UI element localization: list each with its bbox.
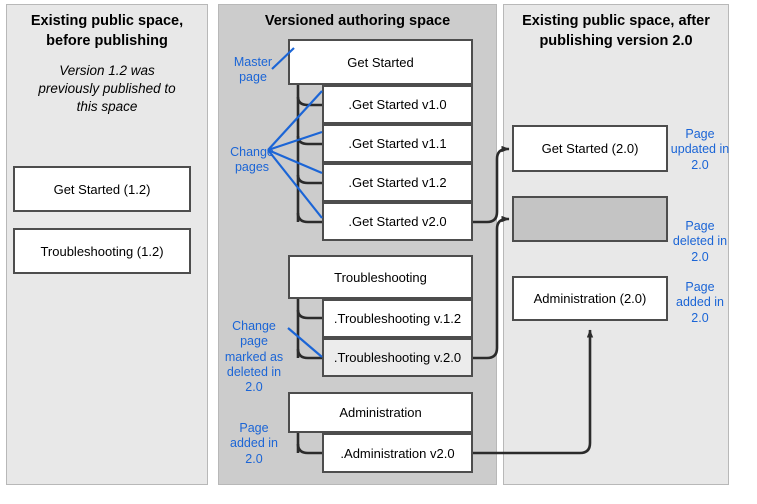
- change-page-label: .Get Started v1.0: [348, 97, 447, 112]
- change-page-label: .Get Started v1.2: [348, 175, 447, 190]
- note-page-deleted: Page deleted in 2.0: [669, 219, 731, 265]
- change-page-label: .Get Started v1.1: [348, 136, 447, 151]
- published-box-label: Administration (2.0): [533, 291, 647, 306]
- note-deleted-line3: marked as: [224, 349, 284, 364]
- master-page-label: Get Started: [347, 54, 414, 70]
- page-box-label: Troubleshooting (1.2): [40, 243, 164, 259]
- page-box-get-started-1-2[interactable]: Get Started (1.2): [13, 166, 191, 212]
- change-page-label: .Administration v2.0: [340, 445, 455, 461]
- panel-before-subtitle-line2: previously published to: [38, 81, 176, 97]
- panel-before-subtitle: Version 1.2 was previously published to …: [14, 62, 200, 117]
- master-page-administration[interactable]: Administration: [288, 392, 473, 433]
- panel-after-title-line2: publishing version 2.0: [539, 32, 693, 49]
- panel-authoring-title: Versioned authoring space: [218, 12, 497, 32]
- note-page-added: Page added in 2.0: [669, 280, 731, 326]
- note-master-page-line1: Master: [233, 55, 273, 69]
- note-change-pages: Change pages: [222, 145, 282, 176]
- panel-before-subtitle-line3: this space: [76, 99, 138, 115]
- master-page-get-started[interactable]: Get Started: [288, 39, 473, 85]
- note-added-line1: Page: [239, 421, 269, 435]
- panel-before-title-line2: before publishing: [46, 32, 168, 49]
- note-added-right-line1: Page: [685, 280, 715, 294]
- note-added-right-line3: 2.0: [691, 310, 709, 325]
- note-change-pages-line2: pages: [234, 160, 270, 175]
- panel-before-subtitle-line1: Version 1.2 was: [59, 63, 155, 78]
- master-page-label: Administration: [339, 405, 422, 420]
- note-deleted-line4: deleted in: [226, 364, 282, 379]
- published-box-administration-2-0[interactable]: Administration (2.0): [512, 276, 668, 321]
- page-box-troubleshooting-1-2[interactable]: Troubleshooting (1.2): [13, 228, 191, 274]
- published-box-get-started-2-0[interactable]: Get Started (2.0): [512, 125, 668, 172]
- note-updated-line3: 2.0: [691, 157, 709, 172]
- note-change-page-deleted: Change page marked as deleted in 2.0: [222, 319, 286, 395]
- note-deleted-line5: 2.0: [245, 380, 263, 394]
- note-deleted-right-line2: deleted in: [672, 234, 728, 249]
- change-page-administration-v2-0[interactable]: .Administration v2.0: [322, 433, 473, 473]
- panel-after-title-line1: Existing public space, after: [522, 13, 710, 29]
- panel-before-title-line1: Existing public space,: [30, 13, 184, 29]
- change-page-get-started-v1-0[interactable]: .Get Started v1.0: [322, 85, 473, 124]
- panel-after-title: Existing public space, after publishing …: [503, 12, 729, 51]
- change-page-get-started-v1-1[interactable]: .Get Started v1.1: [322, 124, 473, 163]
- change-page-get-started-v1-2[interactable]: .Get Started v1.2: [322, 163, 473, 202]
- note-change-pages-line1: Change: [230, 145, 274, 159]
- note-deleted-line2: page: [240, 334, 268, 349]
- page-box-label: Get Started (1.2): [53, 181, 151, 197]
- note-master-page: Master page: [224, 55, 282, 86]
- note-page-updated: Page updated in 2.0: [669, 127, 731, 173]
- note-added-line2: added in: [230, 436, 278, 451]
- note-updated-line2: updated in: [670, 142, 730, 157]
- published-box-label: Get Started (2.0): [541, 141, 639, 156]
- note-updated-line1: Page: [685, 127, 715, 141]
- panel-before-title: Existing public space, before publishing: [6, 12, 208, 51]
- change-page-troubleshooting-v1-2[interactable]: .Troubleshooting v.1.2: [322, 299, 473, 338]
- note-master-page-line2: page: [239, 70, 267, 85]
- note-added-right-line2: added in: [676, 295, 724, 310]
- change-page-get-started-v2-0[interactable]: .Get Started v2.0: [322, 202, 473, 241]
- published-box-deleted[interactable]: [512, 196, 668, 242]
- change-page-label: .Troubleshooting v.1.2: [333, 311, 462, 326]
- panel-authoring-title-line1: Versioned authoring space: [264, 13, 451, 29]
- note-added-line3: 2.0: [245, 451, 263, 466]
- change-page-label: .Get Started v2.0: [348, 214, 447, 229]
- change-page-label: .Troubleshooting v.2.0: [333, 350, 462, 365]
- note-deleted-right-line3: 2.0: [691, 249, 709, 264]
- change-page-troubleshooting-v2-0[interactable]: .Troubleshooting v.2.0: [322, 338, 473, 377]
- note-deleted-line1: Change: [232, 319, 276, 333]
- note-page-added-authoring: Page added in 2.0: [222, 421, 286, 467]
- master-page-label: Troubleshooting: [334, 269, 427, 285]
- note-deleted-right-line1: Page: [685, 219, 715, 233]
- master-page-troubleshooting[interactable]: Troubleshooting: [288, 255, 473, 299]
